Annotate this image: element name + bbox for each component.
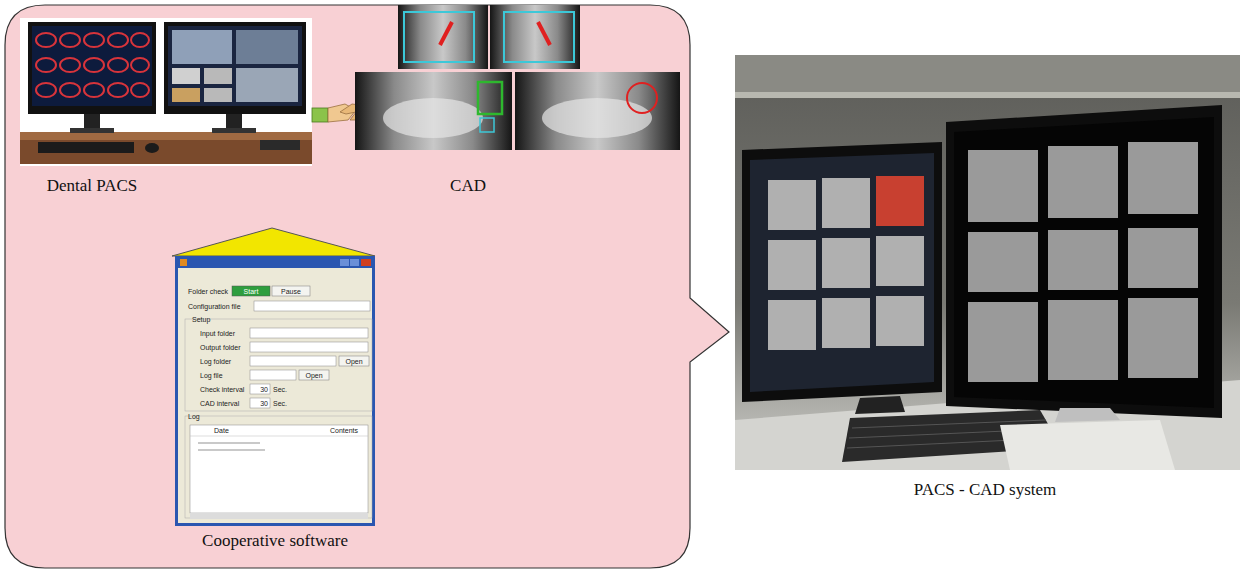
window-label: Setup — [192, 315, 210, 324]
window-label: Sec. — [273, 399, 287, 408]
system-photo — [735, 55, 1240, 470]
window-label: Log — [188, 412, 200, 421]
zoom-triangle — [172, 228, 375, 256]
window-label: Start — [232, 287, 270, 296]
window-label: Check interval — [200, 385, 244, 394]
photo-node: PACS - CAD system — [735, 55, 1240, 470]
window-label: Date — [214, 426, 229, 435]
window-label: Input folder — [200, 329, 235, 338]
caption: PACS - CAD system — [914, 480, 1057, 500]
window-label: Log file — [200, 371, 223, 380]
window-label: Sec. — [273, 385, 287, 394]
software-window — [175, 256, 375, 526]
window-label: 30 — [250, 385, 268, 394]
window-label: Output folder — [200, 343, 240, 352]
window-label: CAD interval — [200, 399, 239, 408]
window-label: Open — [339, 357, 369, 366]
window-label: Pause — [272, 287, 310, 296]
caption: Dental PACS — [47, 176, 138, 196]
cad-result-pictures — [355, 5, 680, 150]
pacs-node: Dental PACS — [20, 18, 312, 166]
pacs-workstation-picture — [20, 18, 312, 166]
caption: Cooperative software — [202, 531, 348, 551]
window-label: Contents — [330, 426, 358, 435]
caption: CAD — [450, 176, 486, 196]
window-label: Configuration file — [188, 302, 241, 311]
callout-bubble — [5, 5, 729, 568]
window-label: Open — [299, 371, 329, 380]
window-label: Folder check — [188, 287, 228, 296]
cad-node: CAD — [355, 5, 682, 152]
window-label: Log folder — [200, 357, 231, 366]
window-label: 30 — [250, 399, 268, 408]
